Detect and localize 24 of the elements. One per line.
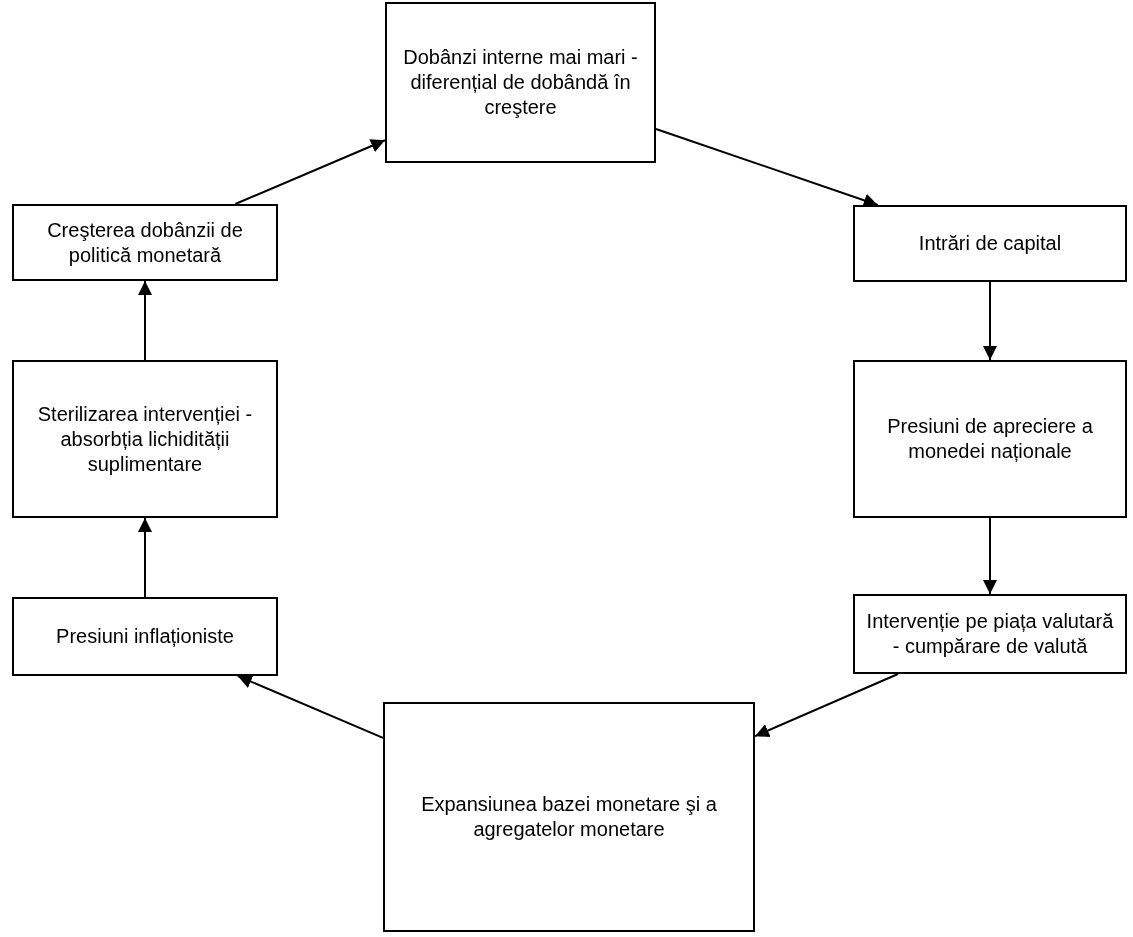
- process-box: [383, 702, 755, 932]
- box-text: Presiuni inflaționiste: [56, 624, 234, 649]
- process-box: [12, 204, 278, 281]
- box-text: Sterilizarea intervenției - absorbția lichidității suplimentare: [36, 401, 254, 477]
- arrow: [234, 139, 386, 205]
- box-text: Expansiunea bazei monetare şi a agregatelor monetare: [420, 792, 718, 842]
- arrow: [754, 673, 899, 738]
- process-box: [853, 360, 1127, 518]
- arrow: [236, 675, 384, 739]
- process-box: [12, 597, 278, 676]
- box-text: Dobânzi interne mai mari - diferențial de dobândă în creştere: [402, 45, 639, 120]
- arrow: [655, 127, 879, 208]
- box-text: Intervenție pe piața valutară - cumpărare de valută: [865, 609, 1115, 659]
- box-text: Presiuni de apreciere a monedei naționale: [886, 414, 1094, 464]
- arrow: [983, 281, 997, 361]
- process-box: [385, 2, 656, 163]
- process-box: [12, 360, 278, 518]
- process-box: [853, 594, 1127, 674]
- arrow: [983, 517, 997, 595]
- box-text: Intrări de capital: [918, 231, 1062, 256]
- process-box: [853, 205, 1127, 282]
- box-text: Creşterea dobânzii de politică monetară: [46, 217, 244, 268]
- arrow: [138, 280, 152, 361]
- arrow: [138, 517, 152, 598]
